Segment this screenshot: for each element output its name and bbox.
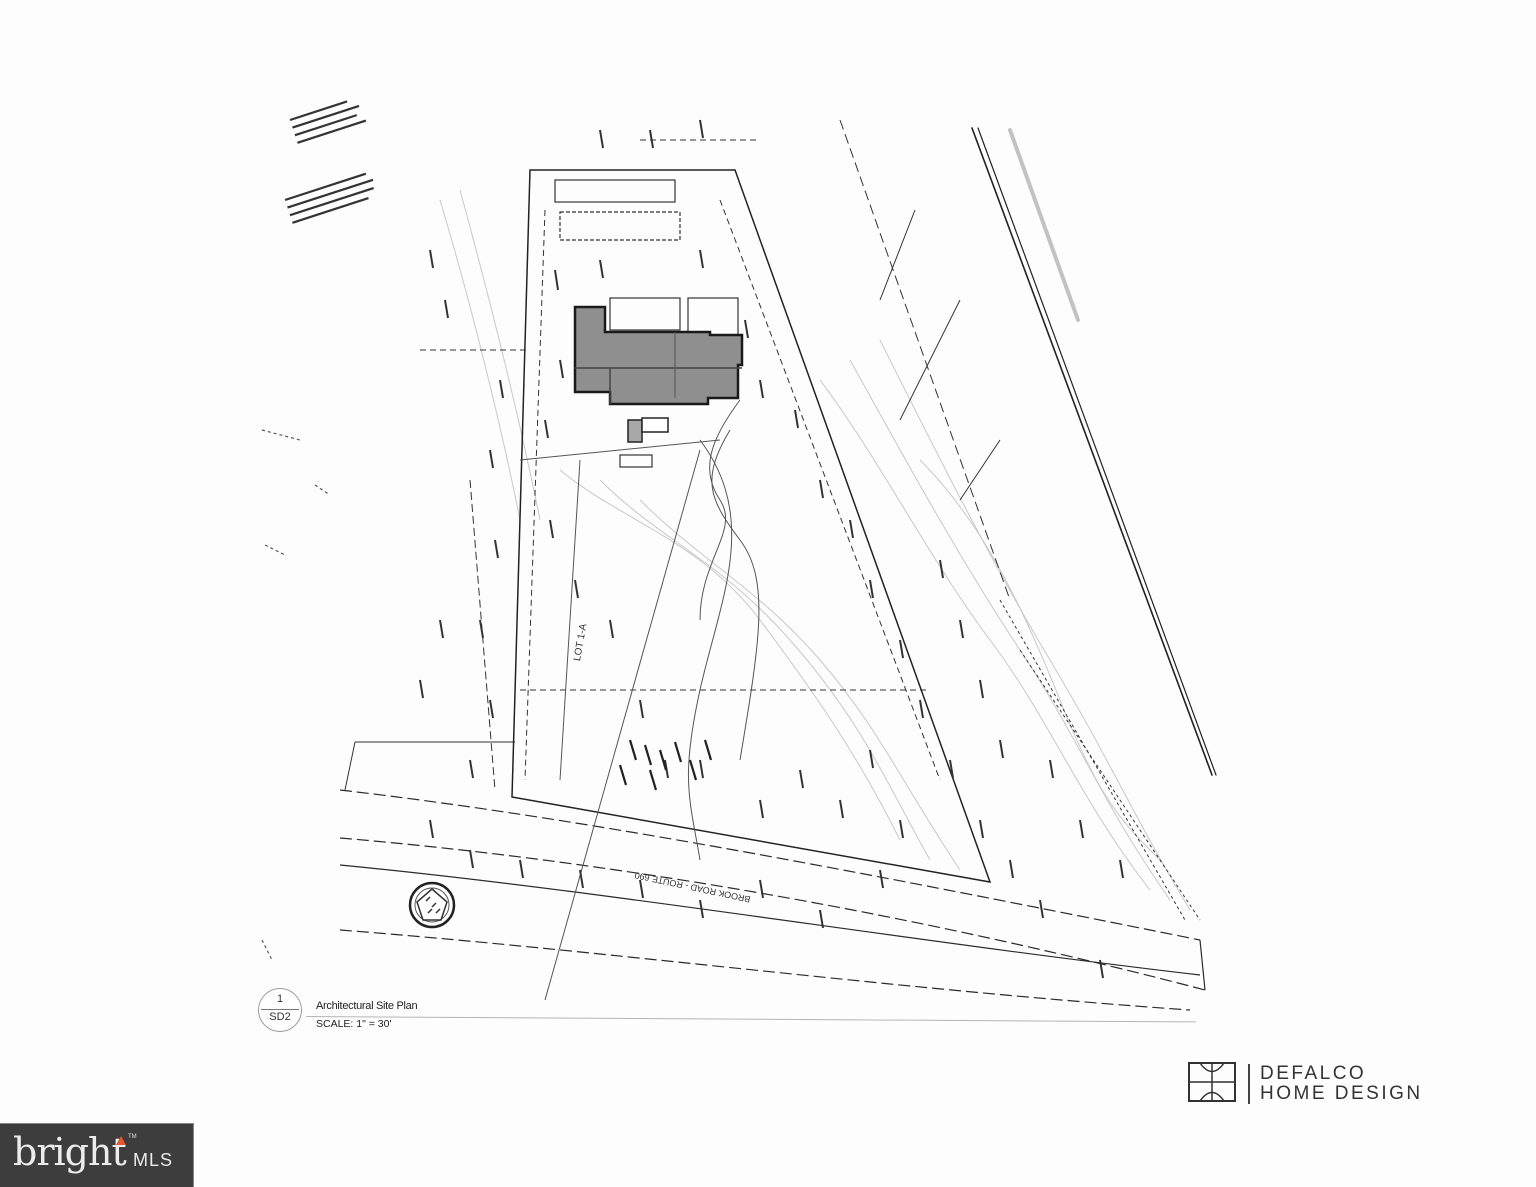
detail-number: 1 xyxy=(276,993,284,1005)
defalco-mark-icon xyxy=(1188,1062,1236,1102)
brook-road xyxy=(339,789,1206,1011)
firm-logo: DEFALCO HOME DESIGN xyxy=(1186,1058,1446,1114)
survey-tick-marks xyxy=(419,119,1124,979)
survey-notes-block xyxy=(284,100,374,224)
drawing-title-block: 1 SD2 Architectural Site Plan SCALE: 1" … xyxy=(258,988,1198,1038)
bright-mls-watermark: bright TM MLS xyxy=(0,1123,194,1187)
logo-divider xyxy=(1248,1064,1250,1104)
watermark-brand: bright xyxy=(13,1130,127,1174)
detail-divider xyxy=(261,1009,299,1010)
setback-lines xyxy=(420,139,941,781)
drawing-scale: SCALE: 1" = 30' xyxy=(316,1018,392,1030)
driveway xyxy=(699,399,741,621)
spark-icon xyxy=(116,1136,126,1145)
watermark-tm: TM xyxy=(128,1134,137,1140)
lot-boundary xyxy=(511,169,992,883)
firm-name: DEFALCO HOME DESIGN xyxy=(1260,1064,1423,1104)
left-fragments xyxy=(261,429,331,961)
watermark-suffix: MLS xyxy=(133,1150,174,1170)
highway-lines xyxy=(971,127,1217,776)
drawing-title: Architectural Site Plan xyxy=(316,1000,418,1012)
north-arrow xyxy=(408,881,456,929)
topo-contours xyxy=(439,189,1191,911)
house-footprint xyxy=(573,305,744,406)
detail-marker: 1 SD2 xyxy=(258,988,302,1032)
detail-sheet: SD2 xyxy=(269,1011,291,1023)
tree-cluster xyxy=(618,739,713,791)
patio xyxy=(627,417,669,443)
adjacent-parcel-lines xyxy=(344,119,1201,921)
firm-name-line1: DEFALCO xyxy=(1260,1063,1367,1084)
utility-lines xyxy=(519,429,760,1001)
firm-name-line2: HOME DESIGN xyxy=(1260,1083,1423,1104)
title-underline xyxy=(305,1016,1196,1023)
